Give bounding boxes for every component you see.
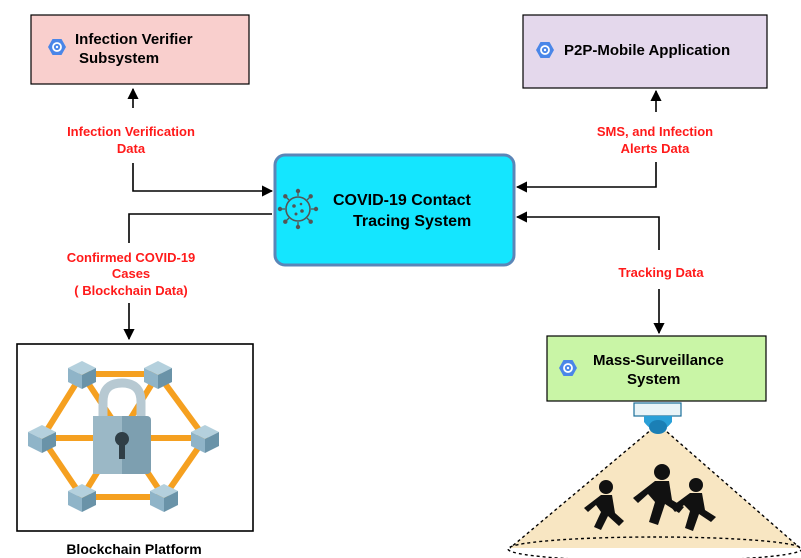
- tracing-system-line2: Tracing System: [353, 213, 471, 230]
- p2p-mobile-label: P2P-Mobile Application: [564, 42, 730, 59]
- p2p-mobile-box: [522, 14, 768, 89]
- arrow-verification-to-center: [132, 163, 274, 197]
- coronavirus-icon: [277, 188, 319, 230]
- mass-surveillance-line2: System: [627, 371, 680, 388]
- arrow-tracking-to-center: [515, 211, 660, 250]
- confirmed-cases-label-1: Confirmed COVID-19: [67, 250, 196, 265]
- mass-surveillance-node: Mass-Surveillance System: [546, 335, 767, 402]
- connectors: [123, 87, 665, 341]
- mass-surveillance-box: [546, 335, 767, 402]
- infection-verifier-box: [30, 14, 250, 85]
- infection-verifier-node: Infection Verifier Subsystem: [30, 14, 250, 85]
- line-center-to-blockchain: [128, 213, 272, 243]
- tracing-system-node: COVID-19 Contact Tracing System: [273, 153, 516, 267]
- cube-icon: [191, 425, 219, 453]
- tracing-system-box: [273, 153, 516, 267]
- block-cubes: [28, 361, 219, 512]
- sms-alerts-label-2: Alerts Data: [621, 141, 690, 156]
- floor-ellipse: [507, 536, 801, 558]
- blockchain-caption: Blockchain Platform: [66, 541, 201, 557]
- tracing-system-line1: COVID-19 Contact: [333, 192, 471, 209]
- cube-icon: [28, 425, 56, 453]
- surveillance-scene: [507, 402, 801, 558]
- running-people-icon: [584, 464, 716, 531]
- cube-icon: [150, 484, 178, 512]
- surveillance-camera-icon: [633, 402, 682, 434]
- sms-alerts-label-1: SMS, and Infection: [597, 124, 713, 139]
- cube-icon: [68, 484, 96, 512]
- cube-icon: [68, 361, 96, 389]
- infection-verification-label-2: Data: [117, 141, 146, 156]
- tracking-data-label: Tracking Data: [618, 265, 704, 280]
- infection-verifier-line1: Infection Verifier: [75, 31, 193, 48]
- infection-verification-label-1: Infection Verification: [67, 124, 195, 139]
- p2p-mobile-node: P2P-Mobile Application: [522, 14, 768, 89]
- mass-surveillance-line1: Mass-Surveillance: [593, 352, 724, 369]
- cube-icon: [144, 361, 172, 389]
- edge-labels: Infection Verification Data SMS, and Inf…: [67, 124, 713, 298]
- blockchain-node: Blockchain Platform: [16, 343, 254, 557]
- confirmed-cases-label-3: ( Blockchain Data): [74, 283, 187, 298]
- infection-verifier-line2: Subsystem: [79, 50, 159, 67]
- padlock-icon: [93, 378, 151, 474]
- confirmed-cases-label-2: Cases: [112, 266, 150, 281]
- arrow-sms-to-center: [515, 162, 657, 193]
